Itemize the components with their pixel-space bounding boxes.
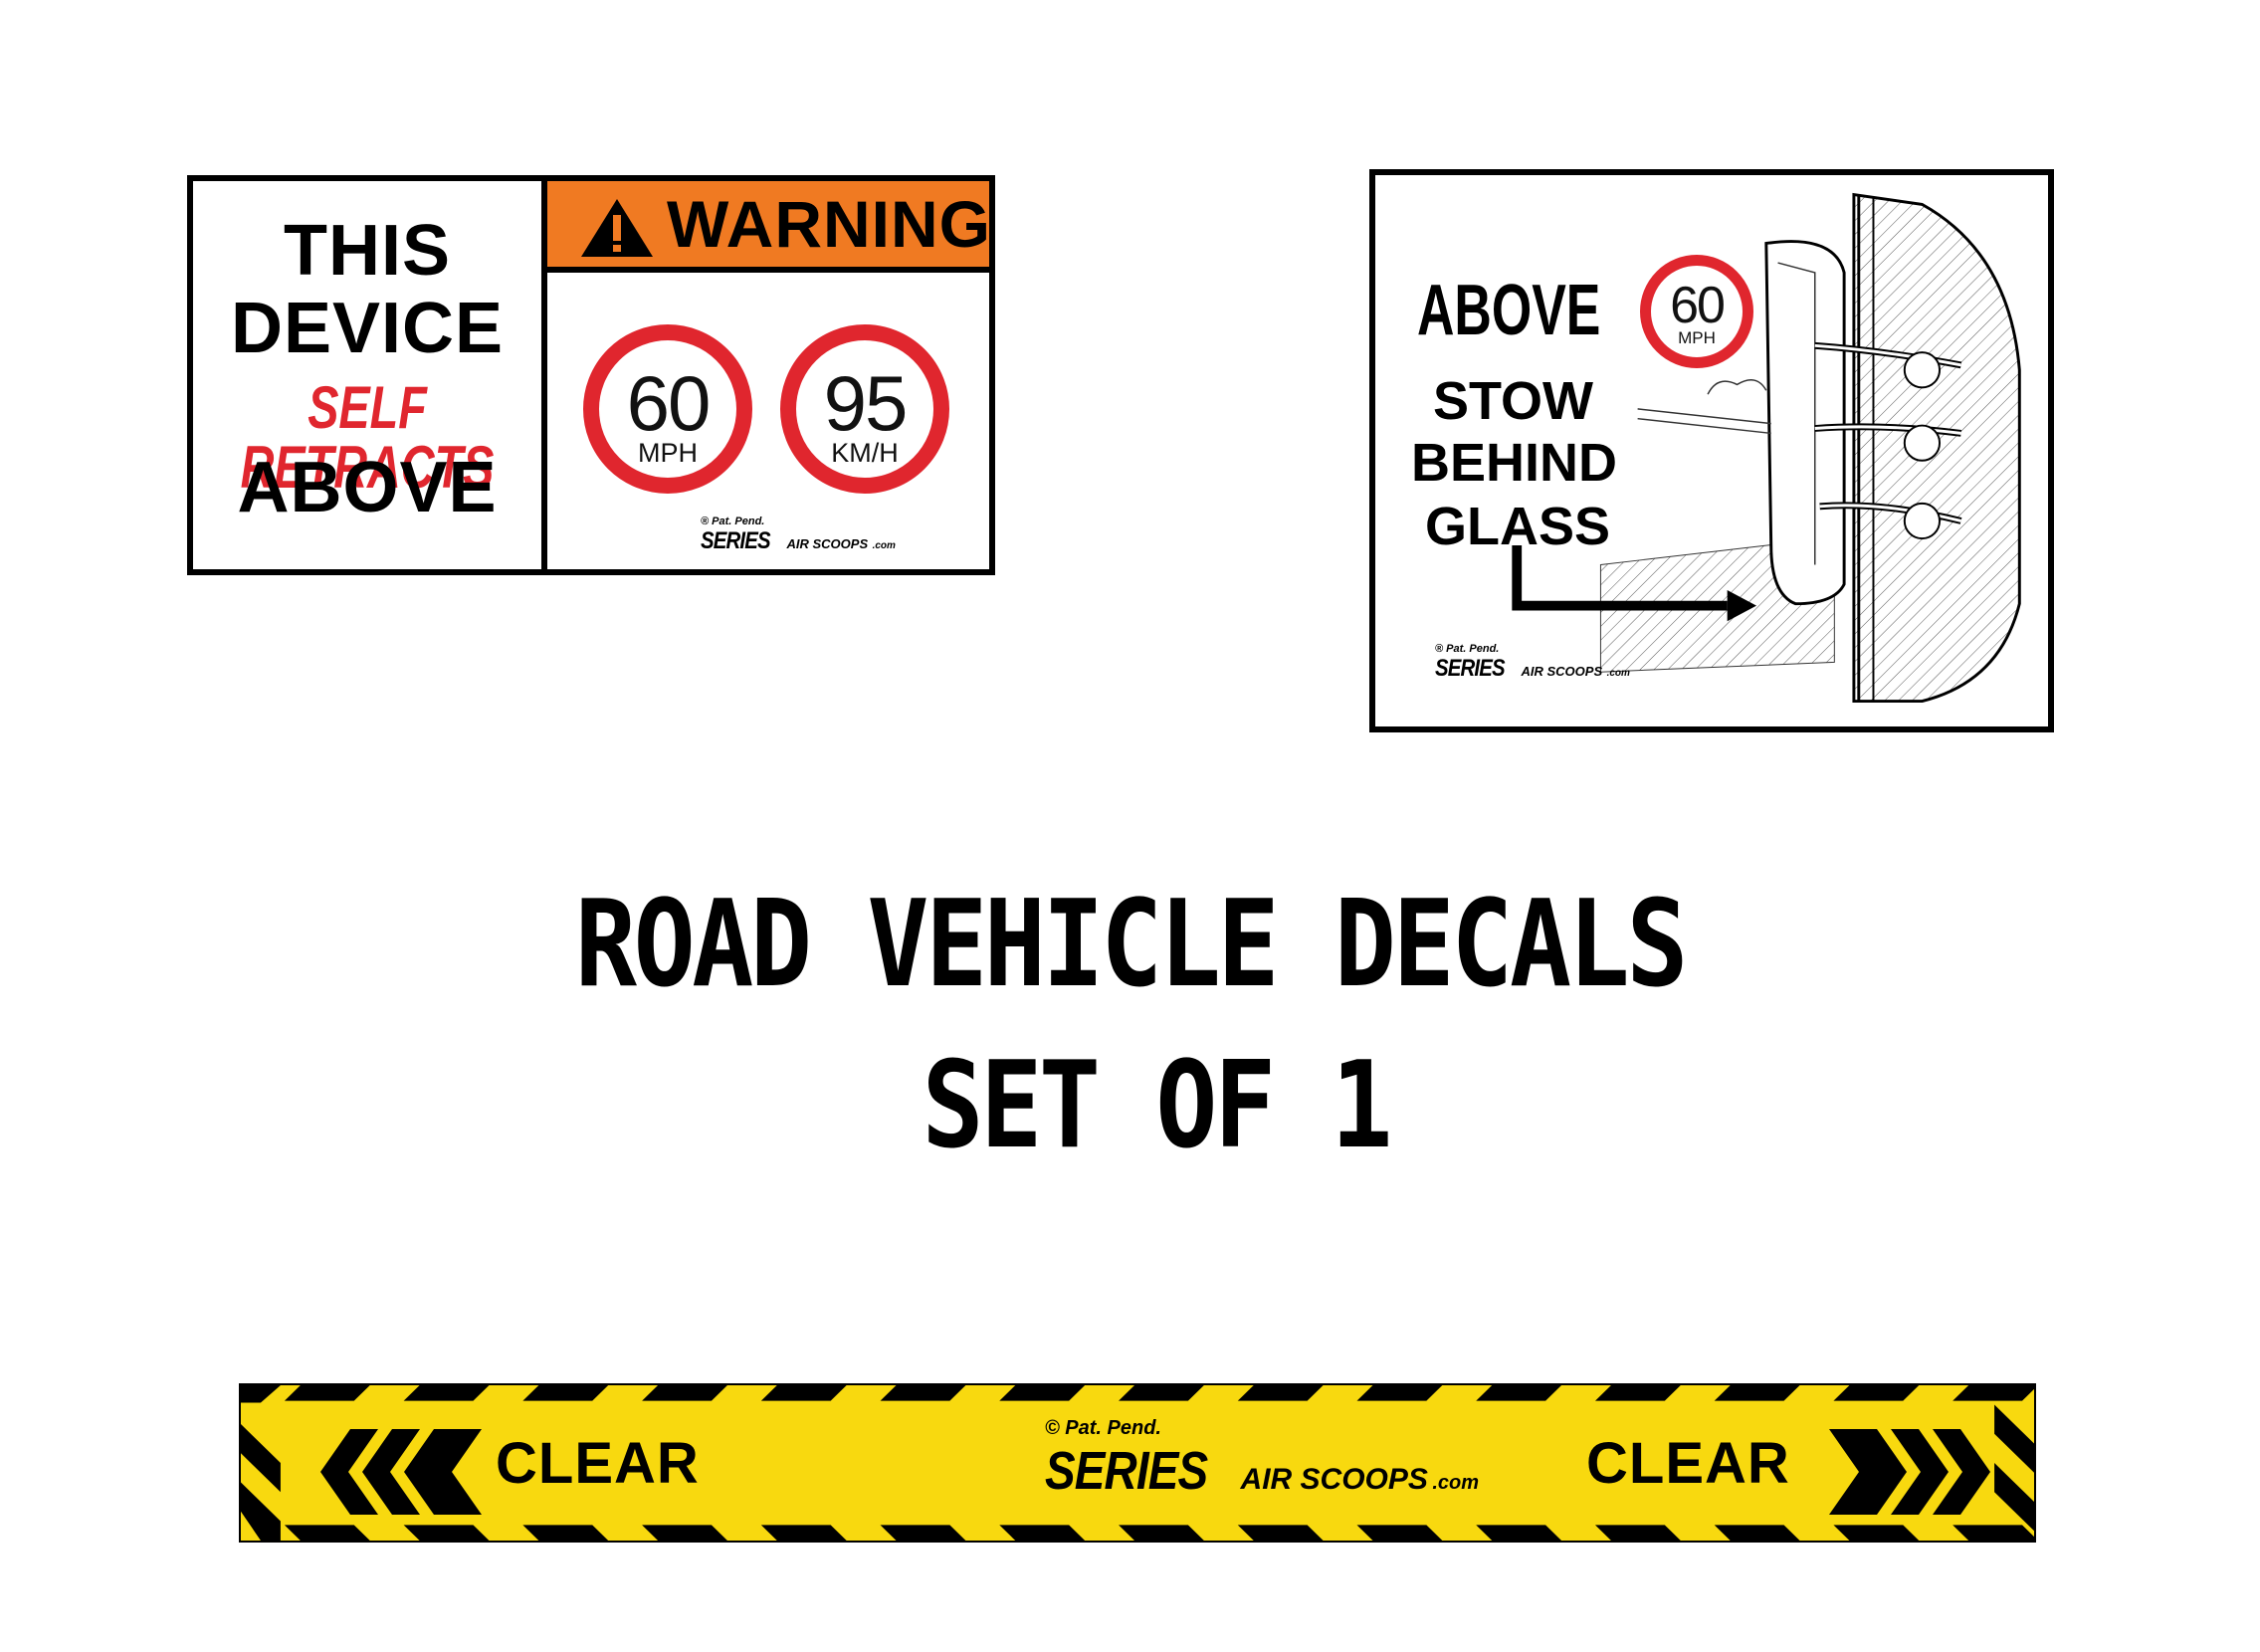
car-window-illustration xyxy=(1512,192,2021,704)
arrow-right-icon xyxy=(1512,544,1728,611)
brand-logo: ® Pat. Pend. SERIES AIR SCOOPS .com xyxy=(1435,643,1630,683)
stow-decal: ABOVE 60 MPH STOW BEHIND GLASS ® Pat. Pe… xyxy=(1369,169,2054,732)
brand-air-scoops: AIR SCOOPS xyxy=(1521,664,1603,679)
brand-air-scoops: AIR SCOOPS xyxy=(786,536,869,551)
notice-line-3: SELF RETRACTS xyxy=(240,374,495,501)
speed-limit-sign-icon: 60 MPH xyxy=(583,324,752,494)
chevron-left-icon xyxy=(320,1429,482,1515)
brand-dotcom: .com xyxy=(1432,1472,1480,1494)
notice-line-1: THIS xyxy=(283,211,451,291)
warning-header: WARNING xyxy=(547,181,991,273)
self-retract-notice: THIS DEVICE SELF RETRACTS ABOVE xyxy=(193,181,547,569)
chevron-right-icon xyxy=(1829,1429,1990,1515)
speed-unit: MPH xyxy=(1678,328,1716,347)
brand-series: SERIES xyxy=(1045,1441,1208,1501)
patent-text: © Pat. Pend. xyxy=(1045,1417,1161,1439)
hazard-stripes xyxy=(241,1385,2034,1541)
speed-value: 60 xyxy=(626,359,712,447)
speed-value: 60 xyxy=(1670,277,1726,334)
brand-dotcom: .com xyxy=(1606,668,1630,679)
stow-line-2: BEHIND xyxy=(1411,433,1618,493)
speed-unit: KM/H xyxy=(831,438,899,468)
warning-decal: THIS DEVICE SELF RETRACTS ABOVE WARNING … xyxy=(187,175,995,575)
brand-logo: ® Pat. Pend. SERIES AIR SCOOPS .com xyxy=(701,516,896,555)
stow-above-label: ABOVE xyxy=(1417,271,1601,350)
patent-text: ® Pat. Pend. xyxy=(1435,643,1500,655)
brand-series: SERIES xyxy=(701,527,771,554)
speed-unit: MPH xyxy=(638,438,698,468)
clear-label-left: CLEAR xyxy=(496,1431,700,1496)
brand-series: SERIES xyxy=(1435,655,1506,682)
warning-label: WARNING xyxy=(667,187,991,261)
brand-dotcom: .com xyxy=(872,540,896,551)
brand-air-scoops: AIR SCOOPS xyxy=(1240,1463,1428,1496)
notice-line-4: ABOVE xyxy=(237,448,498,527)
brand-logo: © Pat. Pend. SERIES AIR SCOOPS .com xyxy=(1045,1417,1479,1502)
clear-strip-decal: CLEAR © Pat. Pend. SERIES AIR SCOOPS .co… xyxy=(239,1383,2036,1543)
page-title: ROAD VEHICLE DECALS xyxy=(574,876,1689,1014)
speed-value: 95 xyxy=(823,359,909,447)
notice-line-2: DEVICE xyxy=(230,289,505,368)
patent-text: ® Pat. Pend. xyxy=(701,516,765,527)
stow-line-3: GLASS xyxy=(1425,497,1611,556)
page-subtitle: SET OF 1 xyxy=(922,1037,1393,1175)
speed-limit-sign-icon: 95 KM/H xyxy=(780,324,949,494)
clear-label-right: CLEAR xyxy=(1586,1431,1790,1496)
stow-line-1: STOW xyxy=(1433,371,1593,431)
warning-triangle-icon xyxy=(581,199,653,257)
speed-limit-sign-icon: 60 MPH xyxy=(1640,255,1753,368)
